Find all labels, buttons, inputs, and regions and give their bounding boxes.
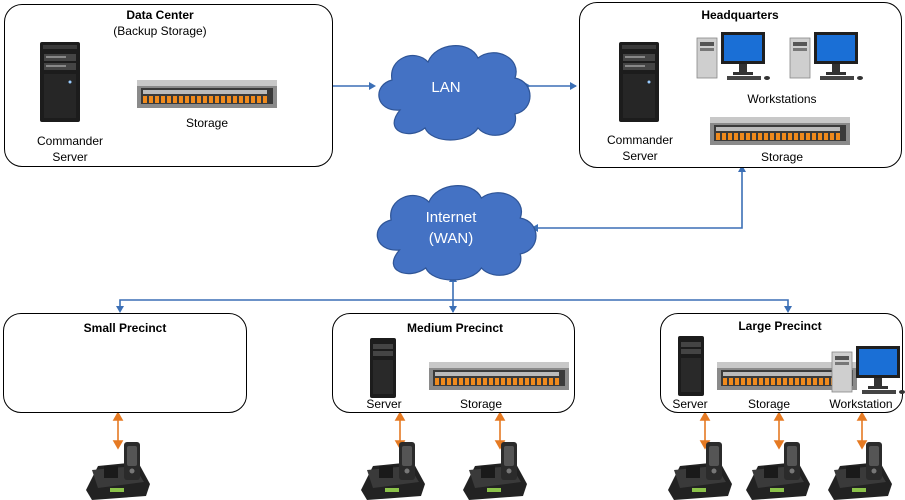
hq-internet-link	[538, 170, 743, 229]
lan-label: LAN	[431, 79, 461, 96]
hq-storage-label: Storage	[760, 150, 804, 164]
hq-workstations-label: Workstations	[747, 92, 817, 106]
internet-label-line1: Internet	[425, 209, 477, 226]
small-dock-arrow	[112, 411, 124, 450]
large-dock-arrow-3	[856, 411, 868, 450]
rack-storage-icon	[429, 362, 569, 390]
large-server-label: Server	[672, 397, 708, 411]
workstation-icon	[789, 31, 864, 81]
rack-storage-icon	[710, 117, 850, 145]
dc-storage-label: Storage	[185, 116, 229, 130]
rack-storage-icon	[137, 80, 277, 108]
workstation-icon	[696, 31, 771, 81]
tower-server-icon	[370, 338, 396, 398]
data-center-title: Data Center	[126, 8, 194, 22]
large-dock-arrow-1	[699, 411, 711, 450]
small-precinct-title: Small Precinct	[83, 321, 167, 335]
large-precinct-title: Large Precinct	[738, 319, 822, 333]
medium-precinct-title: Medium Precinct	[406, 321, 504, 335]
connector-lines	[119, 85, 789, 312]
small-precinct-box	[3, 313, 247, 413]
precinct-bus	[119, 299, 789, 310]
medium-server-label: Server	[366, 397, 402, 411]
internet-label-line2: (WAN)	[428, 230, 474, 247]
data-center-subtitle: (Backup Storage)	[113, 24, 207, 38]
headquarters-title: Headquarters	[701, 8, 779, 22]
hq-server-label-line2: Server	[622, 149, 658, 163]
large-workstation-label: Workstation	[829, 397, 893, 411]
tower-server-icon	[619, 42, 659, 122]
hq-server-label-line1: Commander	[606, 133, 674, 147]
workstation-icon	[831, 345, 905, 395]
large-dock-arrow-2	[773, 411, 785, 450]
tower-server-icon	[678, 336, 704, 396]
dc-server-label-line2: Server	[52, 150, 88, 164]
large-storage-label: Storage	[747, 397, 791, 411]
medium-storage-label: Storage	[459, 397, 503, 411]
tower-server-icon	[40, 42, 80, 122]
dc-server-label-line1: Commander	[36, 134, 104, 148]
